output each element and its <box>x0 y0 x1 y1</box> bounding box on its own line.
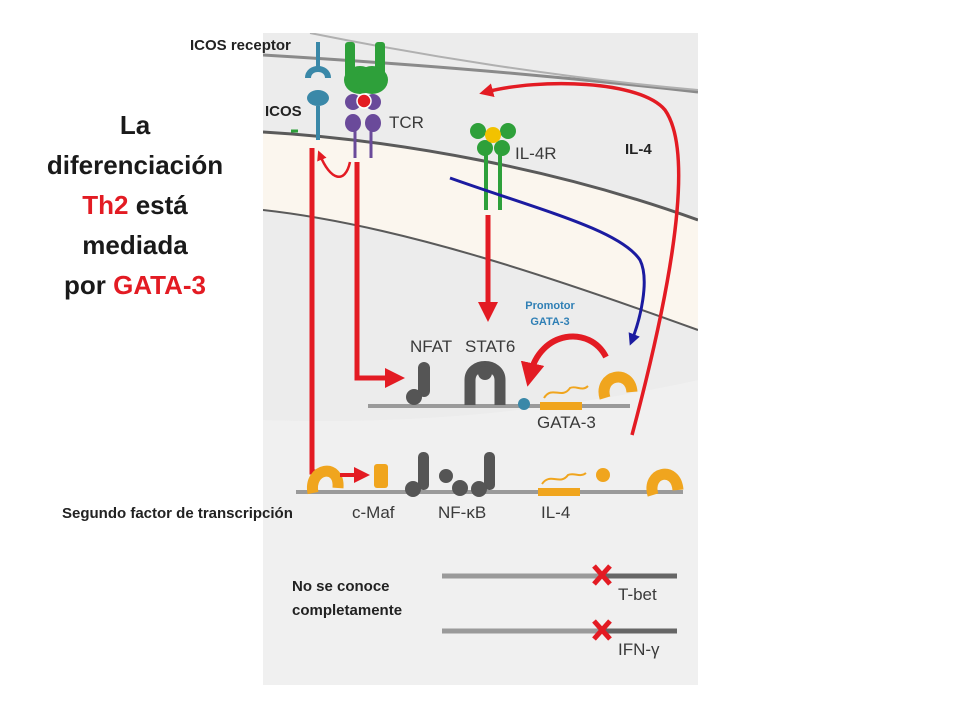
title-th2: Th2 <box>82 190 129 220</box>
gata3-gene-label: GATA-3 <box>537 413 596 432</box>
tcr-to-icos-arrow <box>317 150 352 178</box>
nfat-label: NFAT <box>410 337 452 356</box>
no-se-conoce-label: No se conoce completamente <box>292 575 402 623</box>
adjacent-cell-line <box>263 53 698 94</box>
il4-gene-label: IL-4 <box>541 503 570 522</box>
no-se-conoce-line-2: completamente <box>292 602 403 619</box>
title-por: por <box>63 270 114 300</box>
no-se-conoce-line-1: No se conoce <box>292 578 390 595</box>
tcr-to-nfat-arrow <box>354 162 405 388</box>
icos-label: ICOS <box>265 103 302 120</box>
gata3-protein-icon <box>598 371 638 400</box>
promotor-line-2: GATA-3 <box>530 316 570 328</box>
tbet-blocked-x-icon <box>592 564 612 586</box>
stat6-label: STAT6 <box>465 337 515 356</box>
gata3-autoactivation-arrow <box>520 333 609 387</box>
il4-ligand-label: IL-4 <box>625 141 652 158</box>
il4r-to-gata3-blue-arrow <box>449 176 646 346</box>
adjacent-cell-line-2 <box>309 33 698 91</box>
tcr-icon <box>344 42 388 158</box>
il4r-icon <box>470 123 516 210</box>
title-esta: está <box>128 190 188 220</box>
title-line-1: La <box>119 110 151 140</box>
icos-receptor-icon <box>291 42 331 140</box>
il4-gene-box <box>538 488 580 496</box>
il4-transcription-wave <box>541 472 587 485</box>
membrane-outer-line <box>263 130 698 222</box>
il4r-label: IL-4R <box>515 144 557 163</box>
gata3-protein-icon-2 <box>307 465 344 495</box>
title-line-3: Th2 está <box>30 185 240 225</box>
title-line-4: mediada <box>82 230 188 260</box>
promotor-line-1: Promotor <box>525 300 575 312</box>
gata3-transcription-wave <box>543 385 589 399</box>
gata3-gene-box <box>540 402 582 410</box>
gata3-protein-icon-3 <box>646 468 684 497</box>
cmaf-icon <box>374 464 388 488</box>
nfkb-label: NF-κB <box>438 503 486 522</box>
nucleus-region <box>263 380 698 685</box>
promoter-dot <box>518 398 530 410</box>
stat6-dimer-icon <box>464 361 506 405</box>
slide-title: La diferenciación Th2 está mediada por G… <box>30 105 240 305</box>
plasma-membrane <box>263 132 698 330</box>
title-line-2: diferenciación <box>46 150 224 180</box>
title-line-5: por GATA-3 <box>30 265 240 305</box>
icos-receptor-label: ICOS receptor <box>190 37 291 54</box>
tcr-label: TCR <box>389 113 424 132</box>
ifng-blocked-x-icon <box>592 619 612 641</box>
tbet-label: T-bet <box>618 585 657 604</box>
title-gata3: GATA-3 <box>113 270 207 300</box>
promotor-gata3-label: Promotor GATA-3 <box>505 298 595 330</box>
il4-secretion-arrow <box>479 81 681 436</box>
segundo-factor-label: Segundo factor de transcripción <box>62 505 293 522</box>
cmaf-label: c-Maf <box>352 503 395 522</box>
nfkb-icon <box>405 452 495 497</box>
ifng-label: IFN-γ <box>618 640 660 659</box>
nfat-factor-icon <box>406 362 430 405</box>
il4-product-dot <box>596 468 610 482</box>
